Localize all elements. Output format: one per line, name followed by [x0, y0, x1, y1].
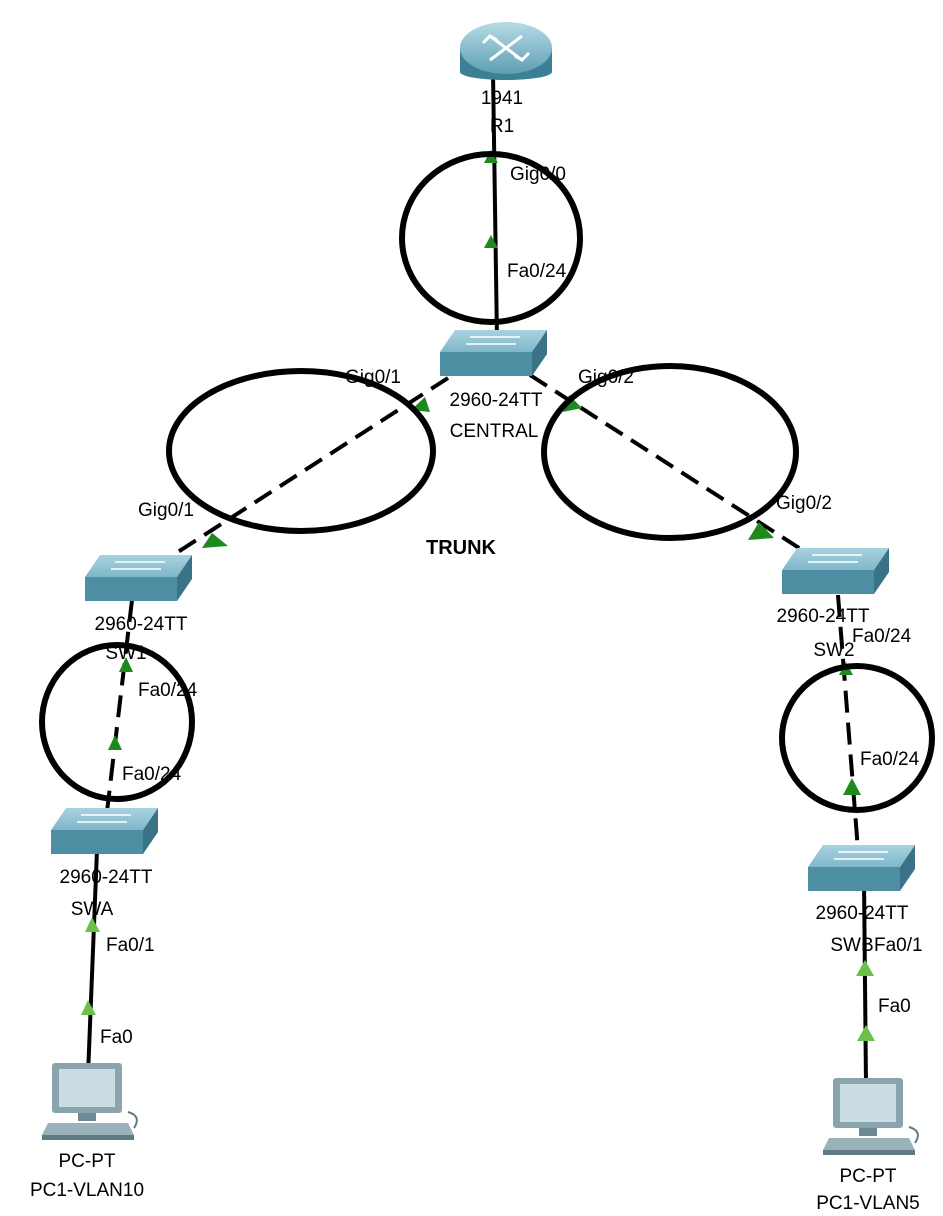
highlight-circles	[39, 151, 935, 813]
switch-arrows-icon	[466, 336, 520, 345]
sw1-name-label: SW1	[105, 643, 146, 664]
port-label-sw1-gig01: Gig0/1	[138, 500, 194, 521]
status-up-icon	[484, 235, 498, 248]
port-label-swa-fa01: Fa0/1	[106, 935, 155, 956]
switch-arrows-icon	[808, 554, 862, 563]
port-label-pcr-fa0: Fa0	[878, 996, 911, 1017]
status-up-icon	[748, 522, 774, 540]
sw2-name-label: SW2	[813, 640, 854, 661]
router-name-label: R1	[490, 116, 514, 137]
highlight-circle-trunk-left	[166, 368, 436, 534]
port-label-swb-fa01: Fa0/1	[874, 935, 923, 956]
swa-model-label: 2960-24TT	[60, 867, 153, 888]
status-up-icon	[843, 778, 861, 795]
status-up-icon	[202, 533, 228, 548]
highlight-circle-trunk-right	[541, 363, 799, 541]
highlight-circle-sw1-swa	[39, 642, 195, 802]
router-model-label: 1941	[481, 88, 523, 109]
router-arrows-icon	[481, 34, 531, 62]
port-label-sw1-fa024: Fa0/24	[138, 680, 198, 701]
port-label-swa-fa024: Fa0/24	[122, 764, 182, 785]
central-name-label: CENTRAL	[450, 421, 539, 442]
switch-sw1[interactable]	[85, 555, 192, 601]
status-up-icon	[857, 1025, 875, 1041]
trunk-annotation: TRUNK	[426, 537, 497, 559]
pc-right[interactable]	[823, 1078, 919, 1155]
port-label-swb-fa024: Fa0/24	[860, 749, 920, 770]
port-label-central-fa024: Fa0/24	[507, 261, 567, 282]
switch-swa[interactable]	[51, 808, 158, 854]
port-label-central-gig02: Gig0/2	[578, 367, 634, 388]
link-sw1-swa[interactable]	[104, 599, 134, 821]
port-label-central-gig01: Gig0/1	[345, 367, 401, 388]
central-model-label: 2960-24TT	[450, 390, 543, 411]
status-up-icon	[108, 735, 122, 750]
port-label-sw2-gig02: Gig0/2	[776, 493, 832, 514]
link-central-sw2-trunk[interactable]	[528, 373, 812, 557]
swb-model-label: 2960-24TT	[816, 903, 909, 924]
status-up-icon	[81, 1000, 96, 1015]
swb-name-label: SWB	[830, 935, 873, 956]
sw1-model-label: 2960-24TT	[95, 614, 188, 635]
highlight-circle-r1-central	[399, 151, 583, 325]
status-up-icon	[119, 657, 133, 672]
port-label-sw2-fa024: Fa0/24	[852, 626, 912, 647]
status-up-icon	[856, 960, 874, 976]
switch-swb[interactable]	[808, 845, 915, 891]
pc-left-model-label: PC-PT	[59, 1151, 116, 1172]
switch-central[interactable]	[440, 330, 547, 376]
highlight-circle-sw2-swb	[779, 663, 935, 813]
link-status-indicators	[81, 150, 875, 1041]
switch-sw2[interactable]	[782, 548, 889, 594]
sw2-model-label: 2960-24TT	[777, 606, 870, 627]
link-r1-central[interactable]	[491, 71, 499, 341]
router-r1[interactable]	[460, 22, 552, 80]
link-swb-pcright[interactable]	[862, 879, 868, 1086]
switch-arrows-icon	[111, 561, 165, 570]
switch-arrows-icon	[77, 814, 131, 823]
port-label-r1-gig00: Gig0/0	[510, 164, 566, 185]
switch-arrows-icon	[834, 851, 888, 860]
port-label-pcl-fa0: Fa0	[100, 1027, 133, 1048]
pc-right-model-label: PC-PT	[840, 1166, 897, 1187]
pc-left[interactable]	[42, 1063, 138, 1140]
swa-name-label: SWA	[71, 899, 114, 920]
pc-left-name-label: PC1-VLAN10	[30, 1180, 144, 1201]
pc-right-name-label: PC1-VLAN5	[816, 1193, 920, 1214]
status-up-icon	[85, 917, 100, 932]
link-swa-pcleft[interactable]	[86, 849, 99, 1076]
